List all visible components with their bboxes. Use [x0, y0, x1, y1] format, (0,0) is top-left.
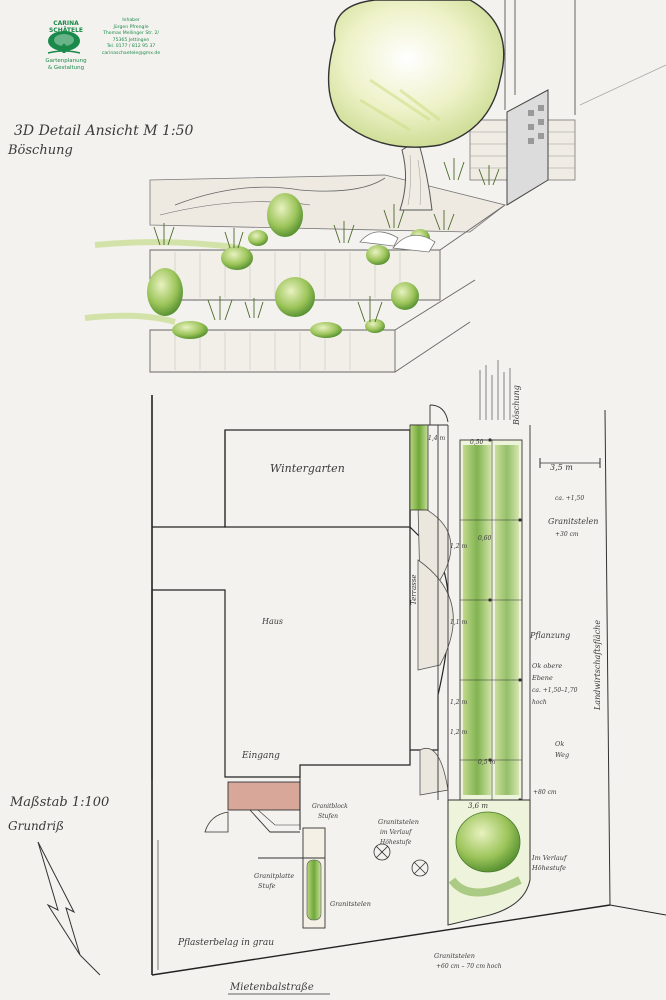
label-ebene3: ca. +1,50–1,70	[532, 687, 578, 694]
label-boeschung: Böschung	[512, 385, 521, 426]
label-haus: Haus	[261, 617, 283, 626]
label-stelen-cm: +30 cm	[555, 531, 579, 538]
rocks	[359, 231, 436, 253]
label-ebene2: Ebene	[531, 674, 553, 682]
label-dim-d: 0,60	[478, 535, 492, 542]
label-granitblock1: Granitblock	[312, 803, 348, 810]
label-granitplatte1: Granitplatte	[254, 872, 294, 880]
label-ebene1: Ok obere	[532, 662, 562, 670]
detail-title: 3D Detail Ansicht M 1:50	[14, 123, 194, 139]
label-terrasse: Terrasse	[410, 575, 418, 605]
label-granitstelen2b: im Verlauf	[380, 829, 413, 836]
label-weg2: Weg	[555, 751, 569, 759]
contact-phone: Tel. 0177 / 812 95 37	[106, 44, 156, 50]
label-dim-g: 0,50	[470, 439, 484, 446]
company-line1: Gartenplanung	[45, 58, 87, 64]
label-pflanzung: Pflanzung	[529, 631, 570, 640]
corner-shrub	[455, 811, 521, 873]
label-granitstelen: Granitstelen	[548, 517, 598, 526]
detail-subtitle: Böschung	[7, 143, 73, 158]
label-dim-b: 1,2 m	[450, 543, 467, 550]
label-pflaster: Pflasterbelag in grau	[177, 938, 274, 948]
label-granitstelen3: Granitstelen	[330, 900, 371, 908]
shrub-group-lower	[147, 268, 419, 339]
label-strasse: Mietenbalstraße	[229, 982, 314, 993]
label-ebene4: hoch	[532, 699, 547, 706]
label-eingang: Eingang	[241, 751, 280, 761]
label-dim-h: 0,5 m	[478, 759, 495, 766]
label-imverlauf1: Im Verlauf	[531, 854, 568, 862]
wintergarten-room	[224, 429, 411, 528]
contact-email: carinaschaetele@gmx.de	[101, 50, 161, 56]
label-scale: Maßstab 1:100	[9, 795, 109, 810]
label-plan-type: Grundriß	[8, 819, 64, 833]
label-granitstelen2c: Höhestufe	[379, 839, 412, 846]
label-dim-e: 1,2 m	[450, 699, 467, 706]
contact-street: Thomas Mellinger Str. 2/	[103, 31, 159, 37]
contact-role: Inhaber	[122, 18, 140, 23]
label-dim-f: 1,2 m	[450, 729, 467, 736]
detail-3d-view: 3D Detail Ansicht M 1:50 Böschung	[7, 0, 666, 373]
contact-city: 75365 Jettingen	[112, 37, 150, 43]
label-stelen-bottom2: +60 cm – 70 cm hoch	[436, 963, 502, 970]
label-granitblock2: Stufen	[318, 813, 338, 820]
company-name: CARINA SCHÄTELE	[48, 20, 84, 34]
label-wintergarten: Wintergarten	[270, 462, 345, 475]
planter-strip-narrow	[409, 424, 429, 511]
label-width-35: 3,5 m	[550, 463, 573, 472]
label-dim-36: 3,6 m	[468, 802, 488, 810]
label-weg1: Ok	[555, 740, 564, 748]
label-level-top: ca. +1,50	[555, 495, 584, 502]
label-plus80: +80 cm	[533, 789, 557, 796]
label-granitstelen2a: Granitstelen	[378, 818, 419, 826]
label-dim-c: 1,1 m	[450, 619, 467, 626]
company-line2: & Gestaltung	[47, 65, 85, 71]
label-stelen-bottom1: Granitstelen	[434, 952, 475, 960]
north-arrow-icon	[37, 841, 81, 956]
contact-owner: Jürgen Pfrengle	[113, 24, 149, 30]
label-imverlauf2: Höhestufe	[531, 864, 566, 872]
label-granitplatte2: Stufe	[258, 882, 276, 890]
grass-tufts	[153, 158, 500, 323]
plan-labels: Wintergarten Haus Eingang Terrasse Bösch…	[8, 385, 602, 995]
contact-block: Inhaber Jürgen Pfrengle Thomas Mellinger…	[98, 18, 164, 58]
label-dim-a: 1,4 m	[428, 435, 445, 442]
floor-plan	[37, 360, 666, 976]
tree-illustration	[327, 0, 505, 211]
label-landschaft: Landwirtschaftsfläche	[593, 620, 602, 711]
tree-logo-icon	[47, 31, 81, 54]
entrance-steps	[227, 781, 301, 811]
